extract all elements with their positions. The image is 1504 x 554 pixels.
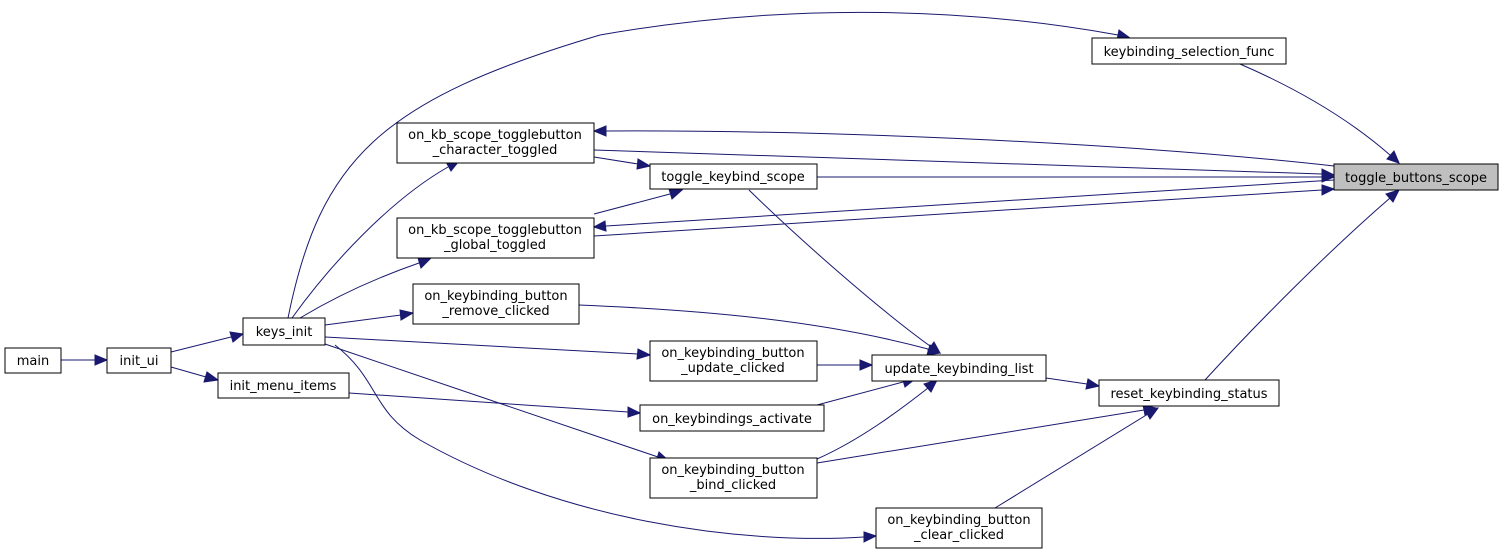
node-toggle_keybind_scope[interactable]: toggle_keybind_scope [649, 163, 818, 190]
node-on_kb_remove-label-2: _remove_clicked [441, 304, 549, 319]
edge-keys_init-to-on_kb_global [299, 257, 433, 319]
node-init_ui[interactable]: init_ui [106, 347, 172, 374]
edge-toggle_buttons_scope-to-on_kb_char [592, 125, 1335, 167]
node-on_keybinding_button_bind_clicked[interactable]: on_keybinding_button _bind_clicked [649, 457, 818, 499]
node-on_kb_bind-label-1: on_keybinding_button [661, 463, 804, 478]
node-on_kb_scope_togglebutton_character_toggled[interactable]: on_kb_scope_togglebutton _character_togg… [396, 122, 595, 164]
node-toggle_buttons_scope[interactable]: toggle_buttons_scope [1333, 163, 1499, 191]
edge-init_ui-to-keys_init [170, 331, 245, 353]
edge-init_ui-to-init_menu_items [170, 366, 220, 383]
edge-keys_init-to-on_kb_clear [334, 344, 878, 543]
node-init_menu_items[interactable]: init_menu_items [217, 372, 350, 399]
edge-reset_keybinding_status-to-toggle_buttons_scope [1204, 189, 1400, 381]
edge-on_kb_clear-to-reset_keybinding_status [994, 407, 1160, 509]
edge-toggle_keybind_scope-to-update_keybinding_list [748, 189, 941, 354]
edge-main-to-init_ui [61, 354, 109, 366]
node-on_kb_char-label-2: _character_toggled [432, 143, 558, 158]
node-keybinding_selection_func-label: keybinding_selection_func [1104, 45, 1275, 60]
edge-keys_init-to-on_kb_update [324, 336, 652, 360]
edge-on_kb_bind-to-reset_keybinding_status [816, 404, 1158, 464]
edge-update_keybinding_list-to-reset_keybinding_status [1045, 377, 1101, 390]
node-on_kb_global-label-1: on_kb_scope_togglebutton [408, 223, 582, 238]
node-on_kb_global-label-2: _global_toggled [443, 238, 546, 253]
node-on_kb_scope_togglebutton_global_toggled[interactable]: on_kb_scope_togglebutton _global_toggled [396, 217, 595, 259]
node-on_kb_update-label-1: on_keybinding_button [661, 346, 804, 361]
edge-init_menu_items-to-on_keybindings_activate [348, 392, 642, 418]
edge-keys_init-to-on_kb_remove [324, 309, 415, 326]
edge-toggle_buttons_scope-to-on_kb_global [592, 179, 1335, 232]
edge-on_kb_char-to-toggle_keybind_scope [593, 156, 652, 170]
node-on_kb_clear-label-2: _clear_clicked [913, 528, 1004, 543]
edge-on_kb_update-to-update_keybinding_list [817, 359, 874, 371]
node-toggle_keybind_scope-label: toggle_keybind_scope [661, 170, 804, 185]
node-on_kb_remove-label-1: on_keybinding_button [424, 289, 567, 304]
edge-on_kb_bind-to-update_keybinding_list [816, 379, 938, 460]
edge-on_kb_global-to-toggle_buttons_scope [593, 184, 1336, 237]
node-on_keybinding_button_remove_clicked[interactable]: on_keybinding_button _remove_clicked [412, 283, 580, 325]
node-keys_init[interactable]: keys_init [242, 317, 326, 346]
edge-on_kb_global-to-toggle_keybind_scope [593, 188, 684, 215]
node-init_menu_items-label: init_menu_items [230, 379, 337, 394]
edge-on_kb_remove-to-update_keybinding_list [578, 304, 942, 356]
node-main[interactable]: main [4, 347, 62, 374]
edge-keybinding_selection_func-to-toggle_buttons_scope [1239, 63, 1400, 164]
edge-toggle_keybind_scope-to-toggle_buttons_scope [817, 171, 1336, 183]
node-keys_init-label: keys_init [256, 325, 313, 340]
node-on_keybinding_button_update_clicked[interactable]: on_keybinding_button _update_clicked [649, 340, 818, 382]
graph-nodes: main init_ui keys_init init_menu_items o… [4, 37, 1499, 549]
node-on_keybinding_button_clear_clicked[interactable]: on_keybinding_button _clear_clicked [875, 507, 1043, 549]
node-on_keybindings_activate-label: on_keybindings_activate [652, 412, 812, 427]
node-reset_keybinding_status[interactable]: reset_keybinding_status [1098, 379, 1280, 407]
node-reset_keybinding_status-label: reset_keybinding_status [1110, 387, 1267, 402]
node-keybinding_selection_func[interactable]: keybinding_selection_func [1091, 37, 1287, 65]
node-on_keybindings_activate[interactable]: on_keybindings_activate [639, 404, 825, 432]
node-on_kb_clear-label-1: on_keybinding_button [887, 513, 1030, 528]
node-update_keybinding_list[interactable]: update_keybinding_list [871, 354, 1047, 382]
node-update_keybinding_list-label: update_keybinding_list [884, 362, 1033, 377]
node-on_kb_update-label-2: _update_clicked [680, 361, 785, 376]
node-on_kb_bind-label-2: _bind_clicked [689, 478, 776, 493]
node-init_ui-label: init_ui [120, 354, 159, 369]
node-toggle_buttons_scope-label: toggle_buttons_scope [1345, 171, 1487, 186]
node-on_kb_char-label-1: on_kb_scope_togglebutton [408, 128, 582, 143]
node-main-label: main [17, 354, 49, 369]
